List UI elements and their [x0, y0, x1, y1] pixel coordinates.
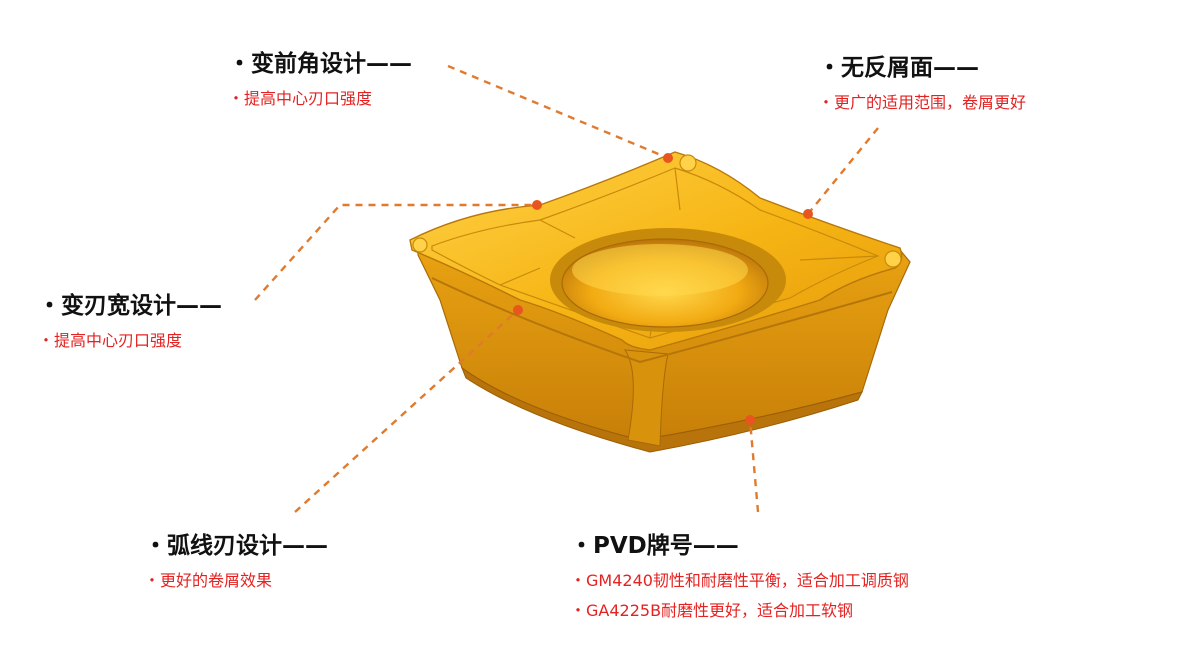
- leader-lines: [254, 64, 879, 513]
- callout-pvd-title: ・PVD牌号——: [570, 533, 739, 559]
- leader-land: [807, 127, 879, 215]
- callout-land-title: ・无反屑面——: [818, 55, 979, 81]
- insert-hole-highlight: [572, 244, 748, 296]
- leader-dot-pvd: [745, 415, 755, 425]
- insert-corner-right: [884, 250, 902, 268]
- callout-land: ・无反屑面—— ・更广的适用范围，卷屑更好: [818, 54, 1026, 114]
- callout-width-detail: ・提高中心刃口强度: [38, 331, 183, 350]
- leader-dot-land: [803, 209, 813, 219]
- callout-pvd: ・PVD牌号—— ・GM4240韧性和耐磨性平衡，适合加工调质钢 ・GA4225…: [570, 532, 909, 622]
- callout-arc-detail: ・更好的卷屑效果: [144, 571, 273, 590]
- callout-pvd-detail-2: ・GA4225B耐磨性更好，适合加工软钢: [570, 601, 854, 620]
- leader-dot-arc: [513, 305, 523, 315]
- callout-arc-title: ・弧线刃设计——: [144, 533, 328, 559]
- callout-width-title: ・变刃宽设计——: [38, 293, 222, 319]
- leader-pvd: [748, 419, 760, 513]
- insert-side-notch: [623, 349, 669, 447]
- leader-arc: [294, 309, 519, 513]
- insert-corner-left: [412, 237, 428, 253]
- leader-rake: [447, 64, 669, 160]
- insert-side-ridge: [431, 277, 893, 364]
- leader-dot-rake: [663, 153, 673, 163]
- leader-width: [254, 203, 537, 301]
- insert-facet-radials: [499, 167, 879, 339]
- callout-rake-detail: ・提高中心刃口强度: [228, 89, 373, 108]
- callout-rake: ・变前角设计—— ・提高中心刃口强度: [228, 50, 412, 110]
- leader-dot-width: [532, 200, 542, 210]
- callout-width: ・变刃宽设计—— ・提高中心刃口强度: [38, 292, 222, 352]
- callout-arc: ・弧线刃设计—— ・更好的卷屑效果: [144, 532, 328, 592]
- callout-rake-title: ・变前角设计——: [228, 51, 412, 77]
- callout-pvd-detail-1: ・GM4240韧性和耐磨性平衡，适合加工调质钢: [570, 571, 909, 590]
- callout-land-detail: ・更广的适用范围，卷屑更好: [818, 93, 1027, 112]
- insert-corner-top: [679, 154, 697, 172]
- leader-dots: [513, 153, 813, 425]
- insert-side-lower: [460, 366, 863, 453]
